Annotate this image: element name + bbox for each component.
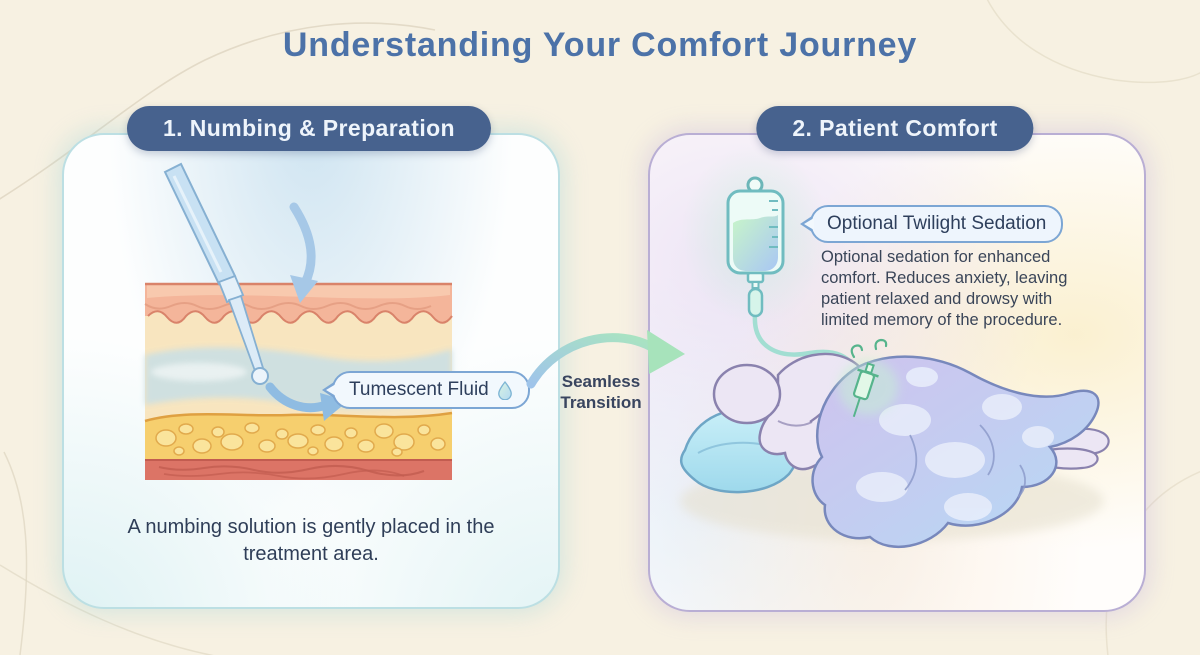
page-title: Understanding Your Comfort Journey	[282, 26, 918, 64]
transition-label: Seamless Transition	[531, 372, 671, 413]
blanket-cloud-pattern	[856, 367, 1054, 521]
cannula-icon	[163, 162, 269, 385]
step-1-header-pill: 1. Numbing & Preparation	[126, 106, 492, 151]
skin-cross-section-illustration	[144, 162, 453, 480]
numbing-caption: A numbing solution is gently placed in t…	[127, 516, 495, 565]
droplet-splash-icons	[850, 338, 888, 359]
syringe-icon	[838, 338, 898, 418]
droplet-icon	[497, 380, 512, 400]
flow-arrow-icons	[265, 202, 348, 421]
patient-comfort-card: Optional Twilight Sedation Optional seda…	[648, 133, 1146, 612]
tumescent-fluid-text: Tumescent Fluid	[349, 379, 489, 400]
sedation-label: Optional Twilight Sedation	[810, 205, 1064, 243]
step-2-header-pill: 2. Patient Comfort	[756, 106, 1034, 151]
numbing-preparation-card: Tumescent Fluid A numbing solution is ge…	[62, 133, 560, 609]
iv-bag-icon	[681, 145, 829, 325]
sedation-label-text: Optional Twilight Sedation	[827, 213, 1047, 234]
transition-label-line1: Seamless	[561, 372, 641, 391]
patient-illustration	[679, 145, 1110, 549]
transition-arrow-icon	[526, 330, 685, 389]
sedation-description: Optional sedation for enhanced comfort. …	[821, 248, 1068, 329]
transition-label-line2: Transition	[560, 392, 642, 412]
fat-cells	[155, 422, 446, 457]
tumescent-fluid-label: Tumescent Fluid	[332, 371, 530, 409]
